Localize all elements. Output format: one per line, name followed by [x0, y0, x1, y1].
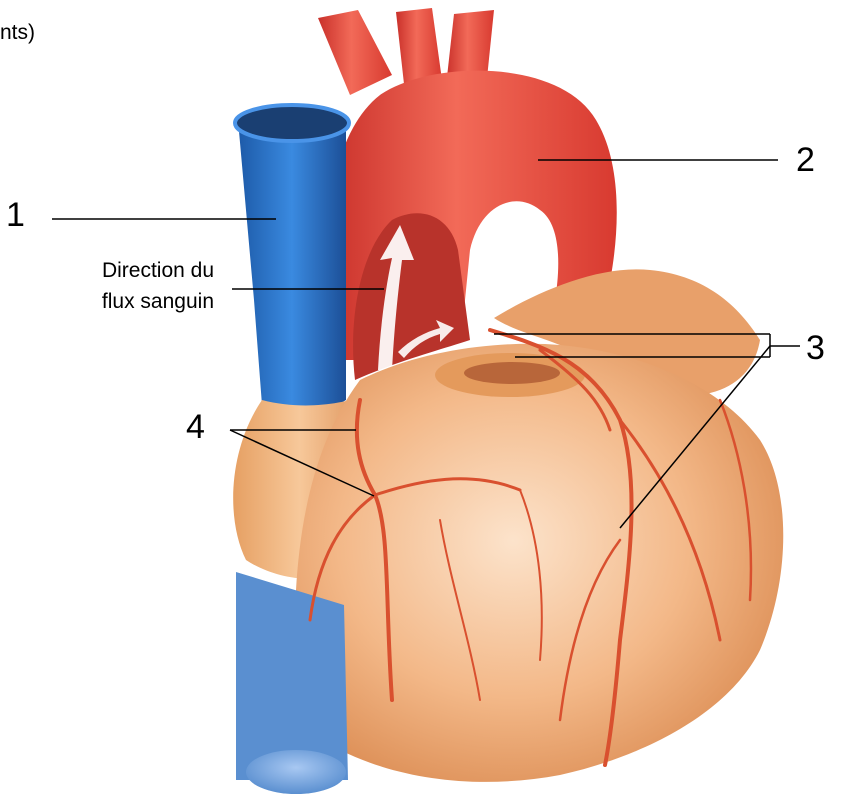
- label-right-coronary-artery: 4: [186, 410, 205, 444]
- blood-flow-direction-line1: Direction du: [24, 255, 214, 286]
- pulmonary-trunk-lumen: [464, 362, 560, 384]
- label-superior-vena-cava: 1: [6, 198, 25, 232]
- top-text: nts): [0, 22, 35, 43]
- inferior-vena-cava-opening: [246, 750, 346, 794]
- label-aorta: 2: [796, 143, 815, 177]
- superior-vena-cava: [238, 118, 346, 410]
- vena-cava-opening: [235, 105, 349, 141]
- inferior-vena-cava: [236, 572, 348, 780]
- blood-flow-direction-line2: flux sanguin: [24, 286, 214, 317]
- label-coronary-arteries: 3: [806, 331, 825, 365]
- blood-flow-direction-label: Direction du flux sanguin: [24, 255, 214, 317]
